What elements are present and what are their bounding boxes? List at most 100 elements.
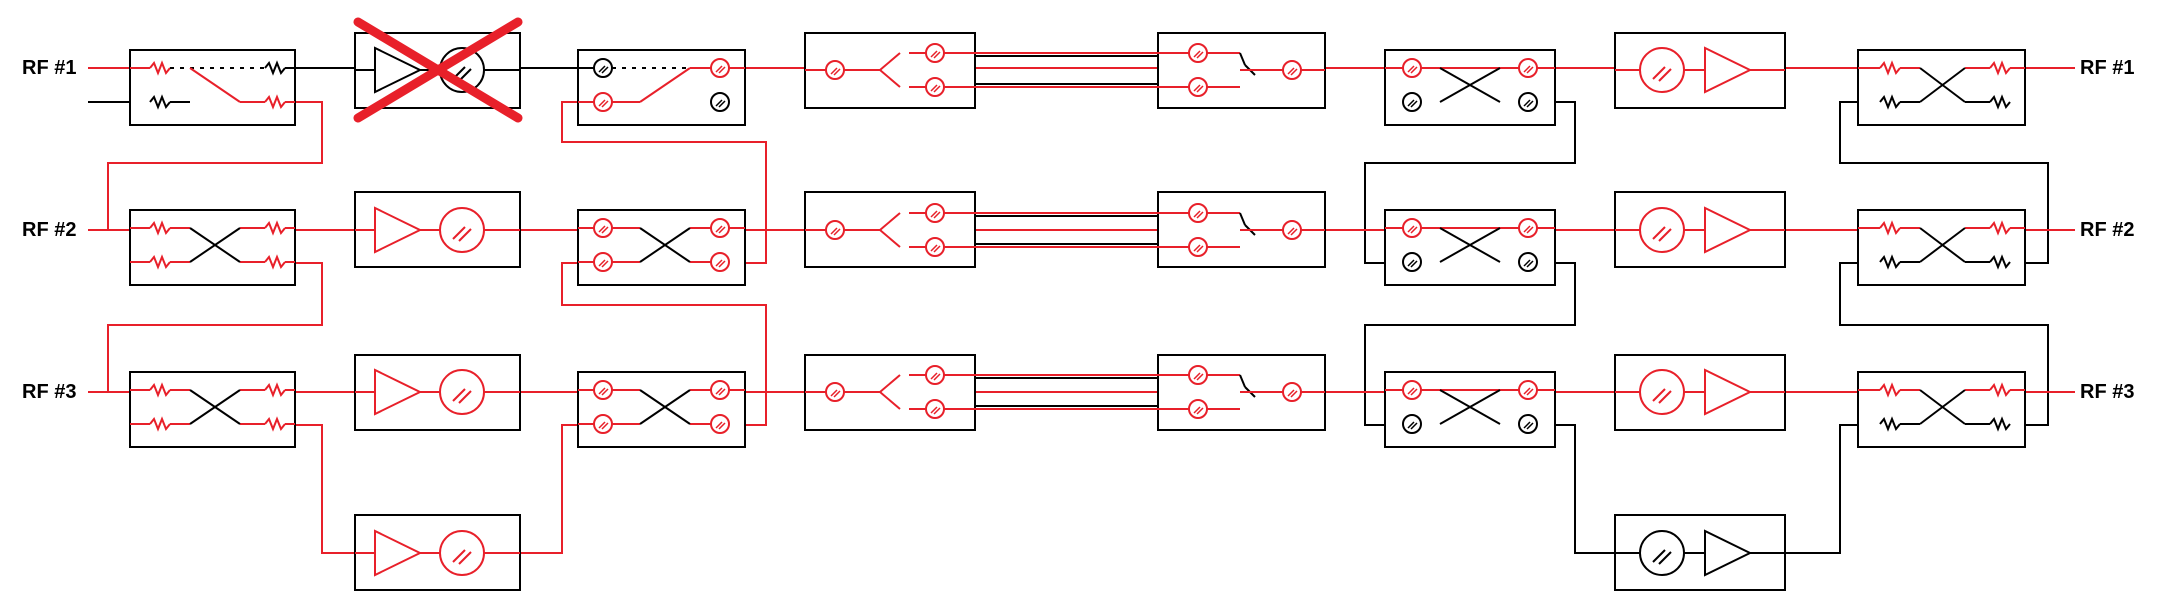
combiner-out-ray2 xyxy=(1290,228,1298,236)
oswx2 xyxy=(1439,389,1501,425)
splitter-out-ray2 xyxy=(933,407,941,415)
photodetector-a1 xyxy=(452,226,466,240)
out-switch-port-ray1 xyxy=(1523,99,1531,107)
combiner-in-ray1 xyxy=(1193,84,1201,92)
ocx2 xyxy=(1919,389,1966,425)
combiner-in-ray2 xyxy=(1196,245,1204,253)
switch-port-ray1 xyxy=(598,225,606,233)
cross2 xyxy=(189,227,241,263)
out-switch-port-ray2 xyxy=(1410,260,1418,268)
amplifier-triangle xyxy=(374,46,423,94)
wiring xyxy=(88,67,2075,554)
out-amplifier-triangle xyxy=(1704,46,1753,94)
label-left-rf1: RF #1 xyxy=(22,57,76,79)
out-switch-port-ray2 xyxy=(1526,66,1534,74)
coupler-res-b xyxy=(264,60,286,76)
switch-port-ray1 xyxy=(598,65,606,73)
out-switch-port-ray1 xyxy=(1407,259,1415,267)
sp-up xyxy=(879,374,901,393)
out-switch-port-ray2 xyxy=(1526,100,1534,108)
oc-res xyxy=(1879,382,1901,398)
out-photodetector-a2 xyxy=(1658,390,1672,404)
output-coupler-row2 xyxy=(1857,209,2026,286)
switch-port-ray2 xyxy=(718,422,726,430)
coupler-res-d xyxy=(264,254,286,270)
switch-port-ray2 xyxy=(601,260,609,268)
splitter-out-ray2 xyxy=(933,373,941,381)
switch-port-ray2 xyxy=(601,66,609,74)
cb-sw xyxy=(1239,52,1246,66)
combiner-out-ray2 xyxy=(1290,68,1298,76)
splitter-out-ray2 xyxy=(933,211,941,219)
oc-res xyxy=(1989,382,2011,398)
amplifier-triangle xyxy=(374,206,423,254)
out-photodetector-a1 xyxy=(1652,66,1666,80)
coupler-res-b xyxy=(264,382,286,398)
out-switch-port-ray2 xyxy=(1410,66,1418,74)
amplifier-triangle xyxy=(374,529,423,577)
out-switch-port-ray2 xyxy=(1526,422,1534,430)
out-photodetector-a1 xyxy=(1652,388,1666,402)
label-left-rf2: RF #2 xyxy=(22,219,76,241)
coupler-res-a xyxy=(149,60,171,76)
output-coupler-row1 xyxy=(1857,49,2026,126)
port-labels: RF #1 RF #2 RF #3 RF #1 RF #2 RF #3 xyxy=(22,57,2134,403)
switch-port-ray1 xyxy=(598,387,606,395)
out-switch-port-ray1 xyxy=(1523,225,1531,233)
splitter-in-ray1 xyxy=(830,227,838,235)
splitter-in-ray1 xyxy=(830,67,838,75)
photodetector-a1 xyxy=(452,549,466,563)
switch-port-ray1 xyxy=(715,421,723,429)
coupler-res-b xyxy=(264,220,286,236)
out-switch-port-ray1 xyxy=(1407,387,1415,395)
oc-res xyxy=(1879,254,1901,270)
coupler-res-c xyxy=(149,254,171,270)
coupler-res-c xyxy=(149,416,171,432)
combiner-out-ray2 xyxy=(1290,390,1298,398)
switch-port-ray2 xyxy=(601,388,609,396)
combiner-out-ray1 xyxy=(1287,67,1295,75)
combiner-in-ray1 xyxy=(1193,244,1201,252)
combiner-in-ray2 xyxy=(1196,407,1204,415)
sp-up xyxy=(879,212,901,231)
oc-res xyxy=(1879,220,1901,236)
switch-port-ray1 xyxy=(598,259,606,267)
oc-res xyxy=(1989,416,2011,432)
photodetector-a1 xyxy=(452,388,466,402)
out-amplifier-triangle xyxy=(1704,206,1753,254)
splitter-out-ray2 xyxy=(933,85,941,93)
photodetector-a2 xyxy=(458,228,472,242)
swx2 xyxy=(639,227,691,263)
oc-res xyxy=(1879,94,1901,110)
amplifier-triangle xyxy=(374,368,423,416)
out-photodetector-a2 xyxy=(1658,228,1672,242)
out-switch-port-ray1 xyxy=(1523,259,1531,267)
combiner-in-ray1 xyxy=(1193,372,1201,380)
oc-res xyxy=(1879,60,1901,76)
out-switch-port-ray2 xyxy=(1410,226,1418,234)
sw-arm xyxy=(639,67,691,103)
coupler-switch xyxy=(189,67,241,103)
combiner-in-ray1 xyxy=(1193,50,1201,58)
combiner-in-ray2 xyxy=(1196,51,1204,59)
row2-wiring xyxy=(88,229,2075,426)
out-switch-port-ray2 xyxy=(1526,388,1534,396)
switch-port-ray2 xyxy=(718,388,726,396)
sp-up xyxy=(879,52,901,71)
out-switch-port-ray1 xyxy=(1407,225,1415,233)
combiner-in-ray2 xyxy=(1196,373,1204,381)
out-switch-port-ray1 xyxy=(1523,421,1531,429)
splitter-out-ray1 xyxy=(930,210,938,218)
row1-wiring xyxy=(88,67,2075,264)
switch-port-ray2 xyxy=(601,226,609,234)
oc-res xyxy=(1879,416,1901,432)
splitter-out-ray2 xyxy=(933,245,941,253)
switch-port-ray2 xyxy=(718,66,726,74)
switch-port-ray2 xyxy=(601,422,609,430)
coupler-res-d xyxy=(264,416,286,432)
out-switch-port-ray1 xyxy=(1523,65,1531,73)
photodetector-a2 xyxy=(458,551,472,565)
label-right-rf1: RF #1 xyxy=(2080,57,2134,79)
oc-res xyxy=(1989,94,2011,110)
splitter-out-ray1 xyxy=(930,372,938,380)
